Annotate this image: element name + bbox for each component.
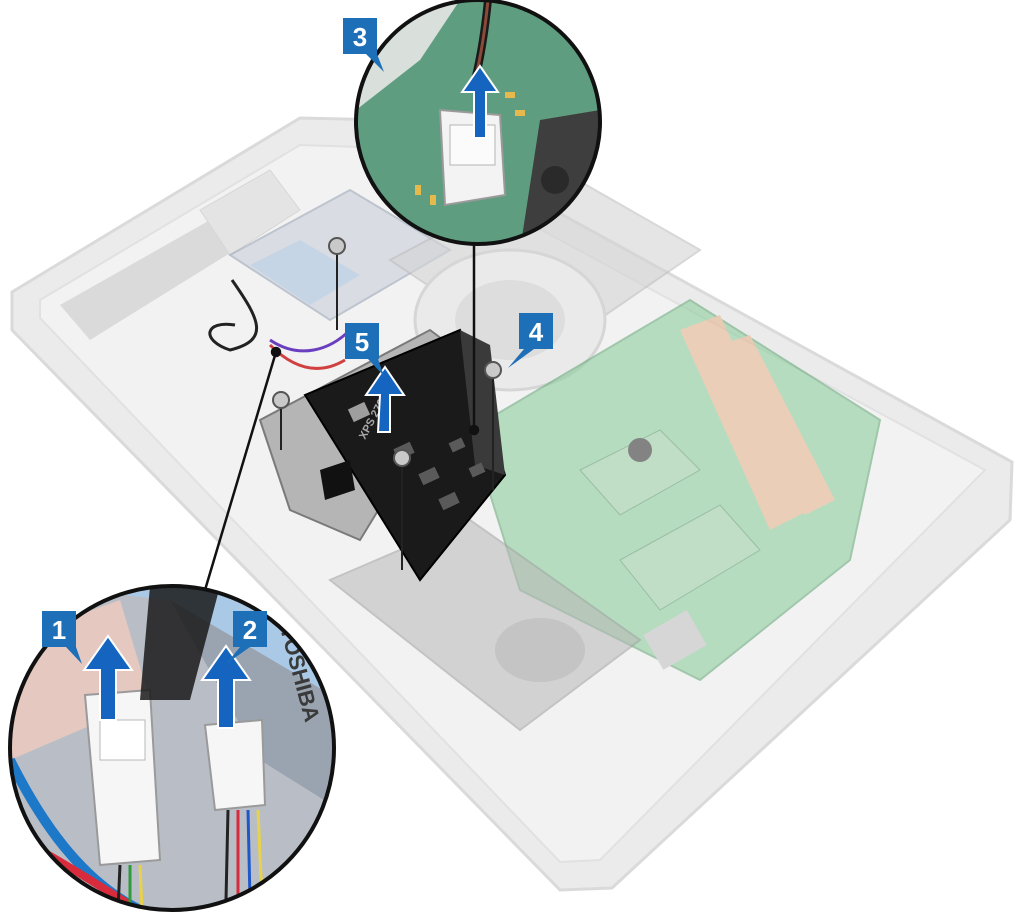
up-arrow-icon xyxy=(460,64,500,139)
step-callout-4: 4 xyxy=(508,313,553,368)
svg-text:3: 3 xyxy=(353,22,367,52)
svg-text:2: 2 xyxy=(243,615,257,645)
screw-4 xyxy=(393,449,411,570)
system-board xyxy=(468,298,882,682)
svg-text:4: 4 xyxy=(529,317,544,347)
screw-2 xyxy=(484,361,502,490)
up-arrow-icon xyxy=(200,644,252,729)
step-callout-2: 2 xyxy=(226,611,267,664)
leader-lines xyxy=(203,245,480,591)
step-callout-5: 5 xyxy=(345,323,384,376)
svg-text:1: 1 xyxy=(52,615,66,645)
screw-3 xyxy=(272,391,290,450)
up-arrow-icon xyxy=(82,634,134,721)
step-callout-3: 3 xyxy=(343,18,384,72)
screw-1 xyxy=(328,237,346,330)
up-arrow-icon xyxy=(364,365,406,433)
step-callout-1: 1 xyxy=(42,611,82,664)
svg-text:5: 5 xyxy=(355,327,369,357)
zoom-lens-top xyxy=(354,0,602,246)
